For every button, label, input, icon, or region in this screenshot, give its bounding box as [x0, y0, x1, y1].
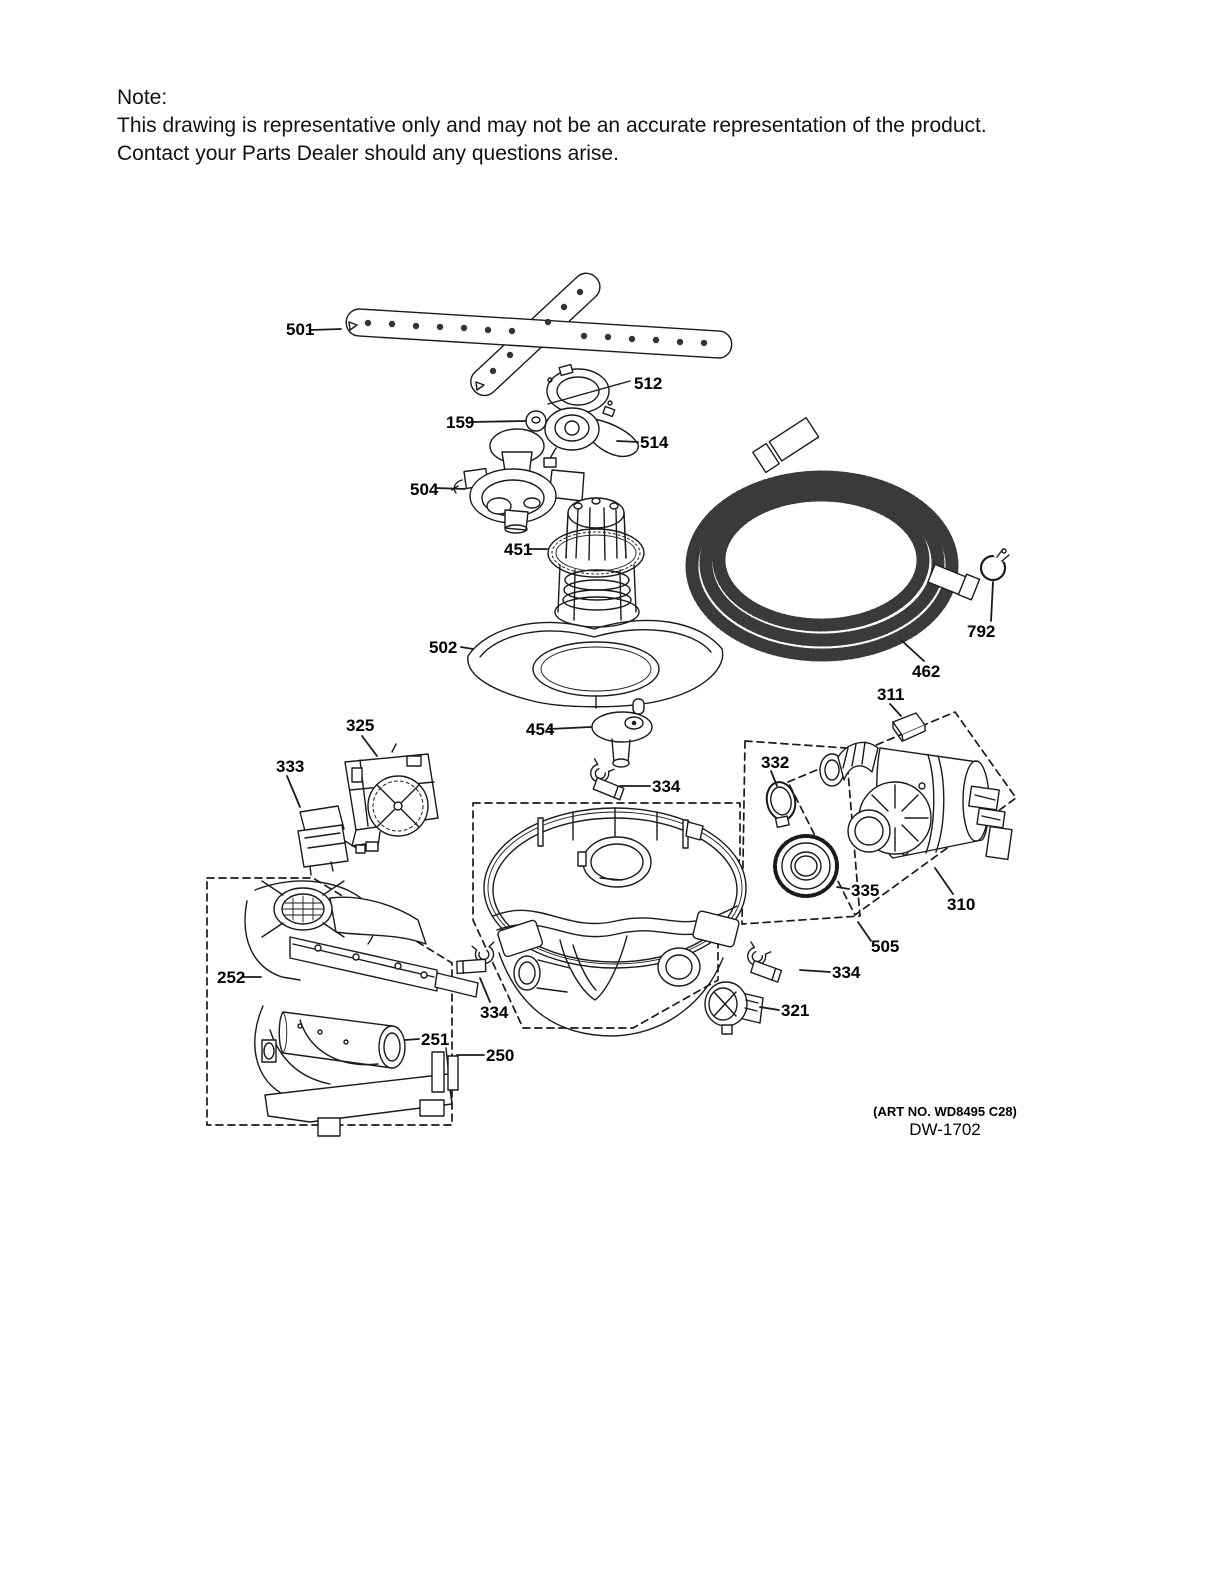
part-label-502: 502 [429, 638, 458, 657]
part-label-159: 159 [446, 413, 475, 432]
heater-duct-drawing [278, 1011, 406, 1069]
drain-valve-drawing [704, 981, 764, 1035]
note-line-1: This drawing is representative only and … [117, 114, 987, 137]
blower-assembly-drawing [244, 880, 479, 998]
art-number: (ART NO. WD8495 C28) [873, 1104, 1017, 1119]
seal-drawing [773, 834, 839, 898]
part-label-335: 335 [851, 881, 880, 900]
part-label-333: 333 [276, 757, 305, 776]
part-label-334: 334 [480, 1003, 509, 1022]
part-label-332: 332 [761, 753, 790, 772]
part-label-501: 501 [286, 320, 315, 339]
base-plate-drawing [467, 619, 724, 709]
part-label-310: 310 [947, 895, 976, 914]
clip-334-right [743, 941, 786, 984]
funnel-drawing [591, 698, 653, 768]
part-label-451: 451 [504, 540, 533, 559]
support-ring-drawing [546, 363, 631, 418]
circulation-motor-drawing [819, 741, 1013, 861]
part-label-334: 334 [652, 777, 681, 796]
note-block: Note: This drawing is representative onl… [117, 84, 987, 168]
part-label-321: 321 [781, 1001, 810, 1020]
kit-box-250 [206, 877, 453, 1126]
wash-motor-drawing [344, 743, 439, 852]
part-label-792: 792 [967, 622, 996, 641]
part-label-250: 250 [486, 1046, 515, 1065]
vent-assembly-drawing [297, 805, 366, 876]
part-label-462: 462 [912, 662, 941, 681]
part-label-454: 454 [526, 720, 555, 739]
clip-334-left [454, 936, 496, 979]
part-label-504: 504 [410, 480, 439, 499]
clamp-332-drawing [765, 781, 797, 829]
spray-arm-drawing [345, 272, 733, 397]
part-label-505: 505 [871, 937, 900, 956]
part-label-512: 512 [634, 374, 663, 393]
inlet-housing-drawing [451, 428, 585, 534]
part-label-514: 514 [640, 433, 669, 452]
lower-housing-drawing [254, 1005, 459, 1137]
filter-assembly-drawing [547, 497, 645, 628]
part-label-252: 252 [217, 968, 246, 987]
part-label-325: 325 [346, 716, 375, 735]
part-label-251: 251 [421, 1030, 450, 1049]
leader-lines [242, 328, 994, 1056]
hose-clamp-drawing [979, 548, 1010, 582]
drain-hose-drawing [685, 417, 981, 662]
sump-body-drawing [483, 807, 747, 1037]
mount-pad-drawing [892, 712, 926, 742]
kit-box-505 [741, 740, 861, 925]
bearing-hub-drawing [543, 407, 639, 468]
footer-block: (ART NO. WD8495 C28) DW-1702 [830, 1103, 1060, 1140]
part-label-334: 334 [832, 963, 861, 982]
drawing-number: DW-1702 [909, 1120, 981, 1139]
note-heading: Note: [117, 86, 168, 109]
cap-nut-drawing [525, 410, 547, 432]
part-label-311: 311 [877, 685, 905, 704]
note-line-2: Contact your Parts Dealer should any que… [117, 142, 619, 165]
